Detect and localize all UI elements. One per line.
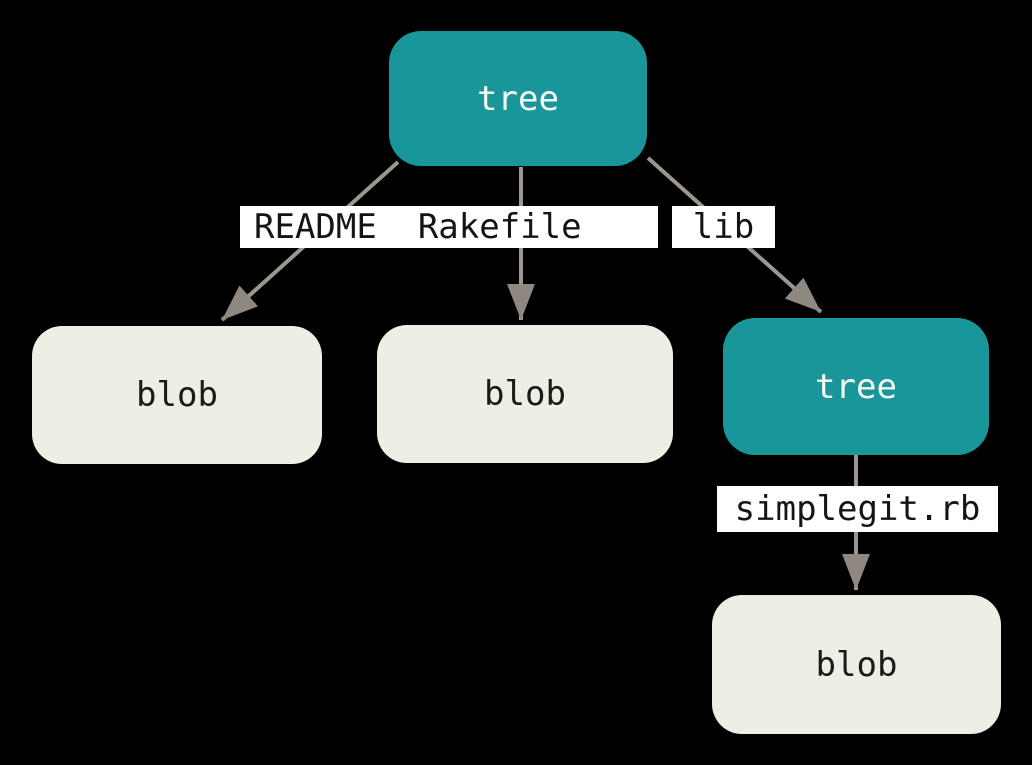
node-tree-lib: tree [723, 318, 989, 455]
edge-label-rakefile: Rakefile [417, 207, 582, 247]
node-blob-rakefile: blob [377, 325, 673, 463]
edge-label-lib: lib [672, 206, 775, 248]
edge-label-group-readme-rakefile: README Rakefile [240, 206, 658, 248]
node-tree-root: tree [389, 31, 647, 166]
edge-label-readme: README [254, 207, 377, 247]
edge-label-simplegit: simplegit.rb [717, 486, 998, 532]
node-blob-simplegit: blob [712, 595, 1001, 734]
node-blob-readme: blob [32, 326, 322, 464]
